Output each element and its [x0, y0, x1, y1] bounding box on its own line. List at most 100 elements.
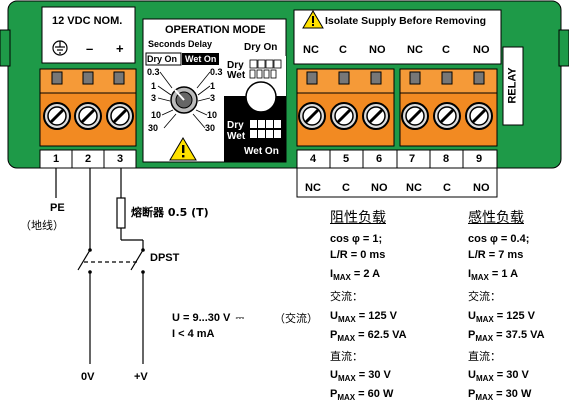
- dial-left-1: 1: [151, 81, 157, 91]
- dial-right-3: 10: [207, 110, 218, 120]
- inductive-dc: 直流：: [468, 350, 501, 363]
- relay-col-nc-2: NC: [407, 44, 423, 56]
- supply-u-value: U = 9...30 V: [172, 312, 231, 324]
- u-sub: MAX: [337, 315, 356, 325]
- pin-1: 1: [53, 153, 60, 165]
- inductive-u-ac: UMAX = 125 V: [468, 310, 535, 326]
- u-sub: MAX: [337, 374, 356, 384]
- terminal-screws: [43, 102, 493, 130]
- pin9-no: NO: [473, 182, 490, 194]
- resistive-cos: cos φ = 1;: [330, 233, 383, 245]
- inductive-imax: IMAX = 1 A: [468, 268, 518, 284]
- dial-right-0: 0.3: [210, 67, 223, 77]
- relay-label-box: [502, 46, 524, 126]
- pin-5: 5: [343, 153, 350, 165]
- u-symbol: U: [468, 310, 476, 322]
- pin-7: 7: [409, 153, 416, 165]
- u-sub: MAX: [475, 374, 494, 384]
- pin-8: 8: [443, 153, 450, 165]
- inductive-imax-value: = 1 A: [488, 268, 519, 280]
- p-sub: MAX: [475, 334, 494, 344]
- dry-label-bottom: Dry: [227, 120, 244, 131]
- pin4-nc: NC: [305, 182, 321, 194]
- pin6-no: NO: [371, 182, 388, 194]
- resistive-p-dc-value: = 60 W: [355, 388, 394, 400]
- wet-on-bottom-label: Wet On: [244, 146, 279, 157]
- warning-icon-dial: [169, 137, 197, 161]
- dial-right-2: 3: [210, 93, 216, 103]
- p-sub: MAX: [475, 393, 494, 403]
- resistive-ac: 交流：: [330, 290, 363, 303]
- resistive-imax-value: = 2 A: [350, 268, 381, 280]
- terminal-screw: [298, 102, 326, 130]
- power-label-box: [41, 6, 136, 64]
- supply-i-label: I < 4 mA: [172, 328, 215, 340]
- pin-4: 4: [310, 153, 317, 165]
- inductive-u-dc: UMAX = 30 V: [468, 369, 529, 385]
- supply-wiring: [55, 168, 144, 364]
- seconds-delay-label: Seconds Delay: [148, 39, 213, 49]
- relay-col-nc-1: NC: [303, 44, 319, 56]
- u-symbol: U: [468, 369, 476, 381]
- dial-right-4: 30: [205, 123, 216, 133]
- inductive-p-ac: PMAX = 37.5 VA: [468, 329, 545, 345]
- resistive-p-dc: PMAX = 60 W: [330, 388, 393, 404]
- dry-on-tab: [145, 52, 182, 66]
- ground-icon: [52, 40, 68, 56]
- housing-lug-right: [558, 29, 569, 67]
- relay-col-c-2: C: [442, 44, 450, 56]
- inductive-u-ac-value: = 125 V: [493, 310, 536, 322]
- delay-dial[interactable]: [157, 71, 211, 129]
- pin8-c: C: [443, 182, 451, 194]
- plus-volt-label: +V: [134, 371, 148, 383]
- dc-symbol: ⎓: [235, 312, 245, 324]
- u-sub: MAX: [475, 315, 494, 325]
- warning-icon: [302, 10, 324, 29]
- wet-on-tab: [182, 53, 219, 65]
- housing-lug-left: [0, 29, 11, 67]
- relay-col-c-1: C: [339, 44, 347, 56]
- supply-ac-label: （交流）: [274, 312, 318, 325]
- terminal-screw: [465, 102, 493, 130]
- fuse-symbol: [116, 197, 126, 229]
- p-sub: MAX: [337, 393, 356, 403]
- warning-text: Isolate Supply Before Removing: [325, 15, 487, 27]
- inductive-lr: L/R = 7 ms: [468, 249, 524, 261]
- wet-label-top: Wet: [227, 70, 246, 81]
- relay-col-no-2: NO: [473, 44, 490, 56]
- resistive-imax: IMAX = 2 A: [330, 268, 380, 284]
- terminal-screw: [330, 102, 358, 130]
- indicator-lamp: [245, 81, 277, 113]
- p-symbol: P: [330, 388, 338, 400]
- pin-6: 6: [376, 153, 383, 165]
- inductive-cos: cos φ = 0.4;: [468, 233, 530, 245]
- wet-on-tab-label: Wet On: [185, 54, 217, 64]
- inductive-p-dc: PMAX = 30 W: [468, 388, 531, 404]
- relay-col-no-1: NO: [369, 44, 386, 56]
- led-bars-bottom: [250, 120, 281, 138]
- plus-label: +: [116, 41, 124, 56]
- relay-label: RELAY: [506, 67, 519, 104]
- resistive-u-ac: UMAX = 125 V: [330, 310, 397, 326]
- dial-left-4: 30: [148, 123, 159, 133]
- dry-label-top: Dry: [227, 60, 244, 71]
- pin-2: 2: [85, 153, 92, 165]
- led-bars-top: [249, 59, 282, 79]
- pe-label: PE: [50, 202, 65, 214]
- i-symbol: I: [330, 268, 334, 280]
- resistive-p-ac-value: = 62.5 VA: [355, 329, 407, 341]
- dry-on-tab-label: Dry On: [147, 54, 178, 64]
- imax-sub: MAX: [333, 273, 351, 283]
- inductive-u-dc-value: = 30 V: [493, 369, 529, 381]
- pin5-c: C: [342, 182, 350, 194]
- terminal-screw: [106, 102, 134, 130]
- relay-contact-labels-box: [296, 167, 498, 198]
- p-symbol: P: [468, 329, 476, 341]
- dial-left-0: 0.3: [147, 67, 160, 77]
- u-symbol: U: [330, 369, 338, 381]
- inductive-p-ac-value: = 37.5 VA: [493, 329, 545, 341]
- resistive-u-dc-value: = 30 V: [355, 369, 391, 381]
- terminal-screw: [74, 102, 102, 130]
- imax-sub: MAX: [471, 273, 489, 283]
- dry-on-top-label: Dry On: [244, 42, 278, 53]
